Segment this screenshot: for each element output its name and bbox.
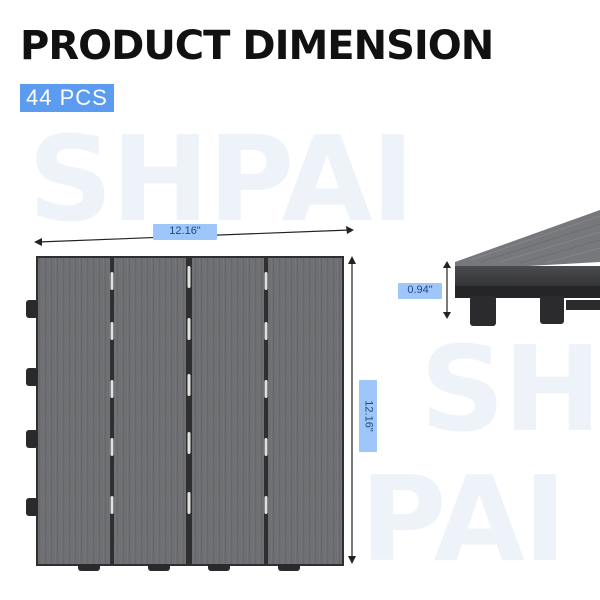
width-label: 12.16" — [153, 224, 217, 240]
deck-tile-side-view — [455, 210, 600, 326]
height-label-text: 12.16" — [362, 400, 375, 432]
thickness-label: 0.94" — [398, 283, 442, 299]
slat-4 — [268, 258, 342, 564]
height-dimension-line — [348, 256, 356, 564]
slat-2 — [114, 258, 186, 564]
slat-1 — [38, 258, 110, 564]
quantity-badge: 44 PCS — [20, 84, 114, 112]
thickness-dimension-line — [443, 261, 451, 319]
watermark-text: SH — [420, 320, 600, 458]
height-label: 12.16" — [359, 380, 377, 452]
watermark-text: SHPAI — [28, 110, 415, 248]
page-title: PRODUCT DIMENSION — [20, 23, 494, 69]
slat-3 — [192, 258, 264, 564]
deck-tile-top-view — [26, 256, 344, 571]
watermark-text: PAI — [360, 450, 567, 588]
